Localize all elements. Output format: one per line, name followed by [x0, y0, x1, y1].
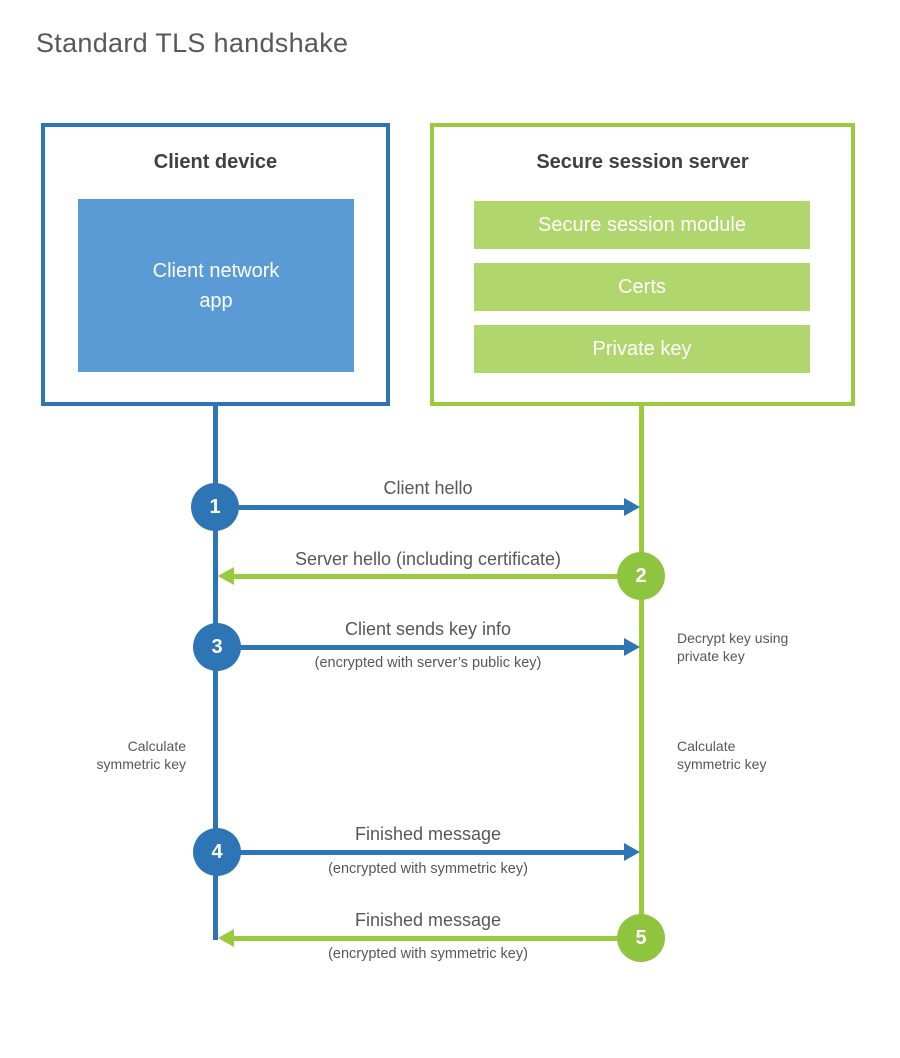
arrow-head-right-icon	[624, 498, 640, 516]
message-label-step2: Server hello (including certificate)	[294, 549, 562, 569]
arrow-head-left-icon	[218, 929, 234, 947]
calculate-symmetric-key-note-server: Calculate symmetric key	[677, 738, 767, 772]
step-number: 5	[635, 926, 647, 949]
message-label-step5: Finished message	[354, 910, 502, 930]
step-circle-3: 3	[193, 623, 241, 671]
server-lifeline	[639, 403, 644, 938]
server-module-label: Private key	[592, 337, 692, 360]
secure-session-server-header: Secure session server	[536, 151, 749, 173]
message-label-step1: Client hello	[383, 478, 473, 498]
client-network-app-box: Client network app	[78, 199, 354, 372]
server-module-secure-session: Secure session module	[474, 201, 810, 249]
calculate-symmetric-key-note-client: Calculate symmetric key	[96, 738, 186, 772]
message-sublabel-step3: (encrypted with server’s public key)	[314, 655, 542, 671]
arrow-line-step1	[218, 505, 626, 510]
step-circle-1: 1	[191, 483, 239, 531]
server-module-label: Certs	[618, 275, 666, 298]
client-network-app-label: Client network app	[152, 259, 280, 312]
server-module-label: Secure session module	[538, 213, 746, 236]
step-number: 1	[209, 495, 221, 518]
arrow-head-right-icon	[624, 843, 640, 861]
arrow-line-step2	[234, 574, 641, 579]
message-sublabel-step4: (encrypted with symmetric key)	[328, 861, 528, 877]
decrypt-key-note: Decrypt key using private key	[677, 630, 789, 664]
arrow-line-step4	[218, 850, 626, 855]
arrow-line-step3	[218, 645, 626, 650]
client-lifeline	[213, 403, 218, 940]
page-title: Standard TLS handshake	[36, 28, 349, 58]
server-module-certs: Certs	[474, 263, 810, 311]
step-circle-4: 4	[193, 828, 241, 876]
arrow-head-left-icon	[218, 567, 234, 585]
server-module-private-key: Private key	[474, 325, 810, 373]
step-number: 4	[211, 840, 223, 863]
step-circle-5: 5	[617, 914, 665, 962]
arrow-head-right-icon	[624, 638, 640, 656]
step-circle-2: 2	[617, 552, 665, 600]
arrow-line-step5	[234, 936, 641, 941]
message-label-step3: Client sends key info	[344, 619, 512, 639]
step-number: 3	[211, 635, 223, 658]
message-sublabel-step5: (encrypted with symmetric key)	[328, 946, 528, 962]
step-number: 2	[635, 564, 647, 587]
message-label-step4: Finished message	[354, 824, 502, 844]
client-device-header: Client device	[153, 151, 278, 173]
